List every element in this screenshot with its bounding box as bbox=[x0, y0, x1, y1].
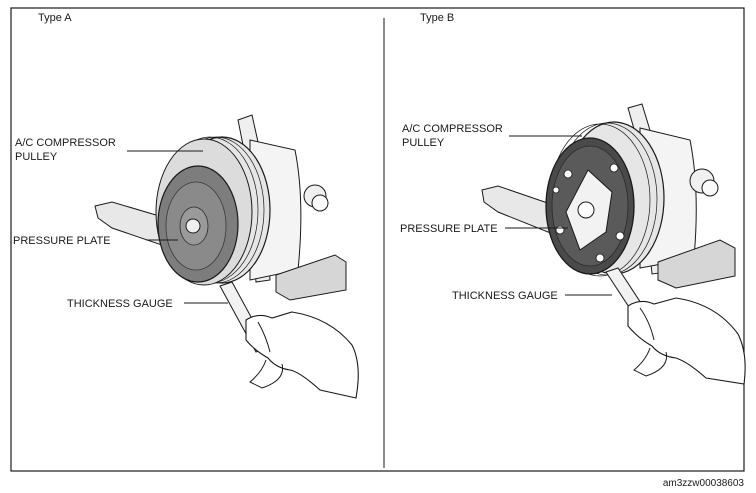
pulley-label-a-line1: A/C COMPRESSOR bbox=[15, 137, 116, 149]
housing-bolt-b bbox=[689, 168, 719, 197]
pulley-label-b-line1: A/C COMPRESSOR bbox=[402, 123, 503, 135]
pressure-plate-label-b: PRESSURE PLATE bbox=[400, 223, 498, 235]
bracket-a bbox=[275, 254, 347, 301]
panel-b-title: Type B bbox=[420, 12, 454, 24]
pulley-label-a-line2: PULLEY bbox=[15, 151, 58, 163]
center-nut-b bbox=[577, 201, 595, 219]
plate-rivets-b bbox=[552, 163, 625, 263]
pulley-label-b-line2: PULLEY bbox=[402, 137, 445, 149]
leaders-b bbox=[505, 135, 612, 296]
housing-bolt-a bbox=[303, 184, 329, 212]
center-nut-a bbox=[185, 218, 201, 234]
thickness-gauge-label-a: THICKNESS GAUGE bbox=[67, 298, 173, 310]
panel-a-title: Type A bbox=[38, 12, 72, 24]
hand-a bbox=[245, 311, 359, 399]
thickness-gauge-label-b: THICKNESS GAUGE bbox=[452, 290, 558, 302]
panel-type-a: Type A bbox=[13, 12, 359, 399]
diagram-frame bbox=[10, 7, 745, 472]
panel-type-b: Type B bbox=[400, 12, 746, 385]
hand-b bbox=[627, 297, 746, 385]
bracket-b bbox=[657, 239, 736, 289]
pressure-plate-label-a: PRESSURE PLATE bbox=[13, 235, 111, 247]
leaders-a bbox=[127, 150, 228, 304]
figure-id: am3zzw00038603 bbox=[663, 478, 745, 489]
